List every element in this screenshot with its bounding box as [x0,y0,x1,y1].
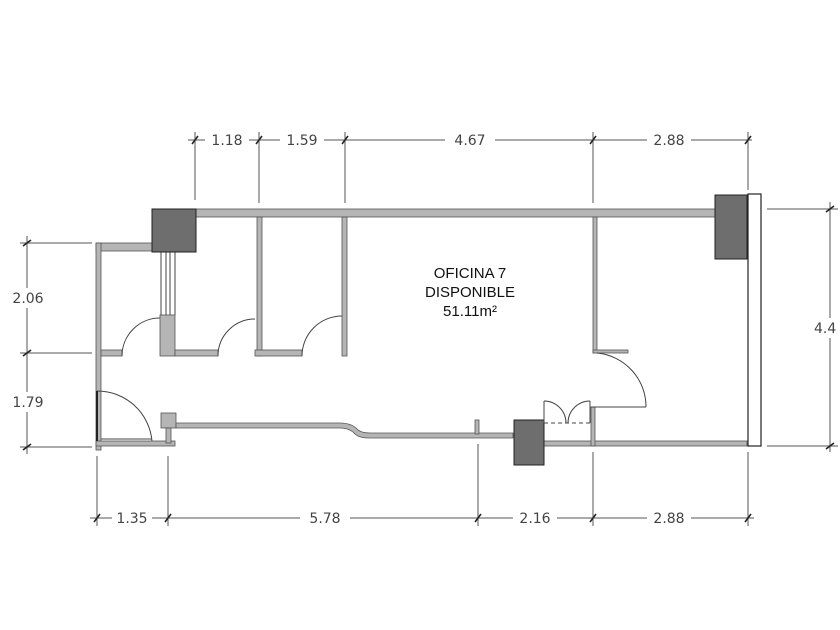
door-swing [301,315,343,357]
room-label: OFICINA 7 DISPONIBLE 51.11m² [425,265,515,320]
dim-top-4: 2.88 [653,133,684,149]
double-door-swing [567,400,591,424]
column [714,194,748,260]
facade-window [747,193,762,447]
dim-bottom-1: 1.35 [116,511,147,527]
room-status: DISPONIBLE [425,284,515,301]
walls [95,208,748,451]
dimension-labels: 1.18 1.59 4.67 2.88 1.35 5.78 2.16 2.88 … [6,131,840,527]
door-swing [121,317,161,357]
door-swing [96,390,153,442]
double-door-swing [543,400,567,424]
column [513,419,545,466]
dim-top-3: 4.67 [454,133,485,149]
dim-left-1: 2.06 [12,291,43,307]
dim-left-2: 1.79 [12,395,43,411]
dim-bottom-4: 2.88 [653,511,684,527]
dim-right-1: 4.4 [814,321,836,337]
dim-top-1: 1.18 [211,133,242,149]
dimension-lines [20,132,838,526]
dim-top-2: 1.59 [286,133,317,149]
dim-bottom-2: 5.78 [309,511,340,527]
dim-bottom-3: 2.16 [519,511,550,527]
door-swing [596,352,647,408]
room-area: 51.11m² [443,303,497,320]
doors [96,315,647,442]
column [151,208,197,253]
window [160,252,176,315]
door-swing [217,318,256,357]
room-name: OFICINA 7 [434,265,507,282]
